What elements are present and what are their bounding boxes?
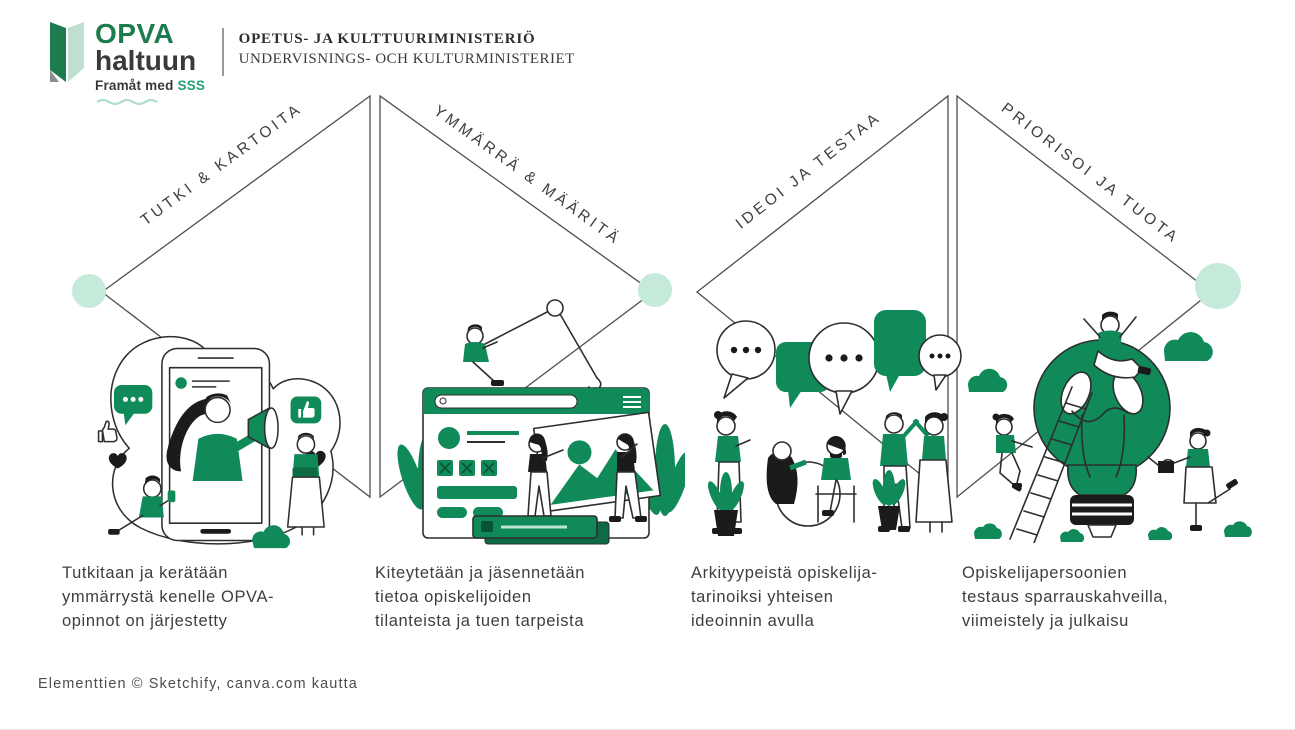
- group-discussion-illustration: [708, 310, 962, 536]
- person-4-top: [880, 434, 908, 466]
- logo-subtitle: haltuun: [95, 45, 197, 76]
- image-placeholder-boxes: [437, 460, 497, 476]
- logo-tagline: Framåt med SSS: [95, 78, 205, 93]
- profile-avatar: [438, 427, 460, 449]
- logo-tagline-accent: SSS: [177, 77, 206, 93]
- phase-description-3: Arkityypeistä opiskelija- tarinoiksi yht…: [691, 564, 878, 630]
- header: OPVA haltuun Framåt med SSS OPETUS- JA K…: [48, 20, 575, 111]
- website-builder-crane-illustration: [397, 299, 685, 545]
- chair: [815, 485, 857, 523]
- person-5-head: [924, 416, 944, 436]
- watering-can: [1158, 461, 1174, 473]
- watering-woman-skirt: [1183, 466, 1217, 504]
- person-2-head: [772, 441, 792, 461]
- sitting-person-shirt: [138, 496, 164, 518]
- logo-tagline-prefix: Framåt med: [95, 77, 178, 93]
- standing-woman-skirt: [286, 476, 325, 528]
- watering-woman-head: [1189, 432, 1207, 450]
- mint-dot-middle: [638, 273, 672, 307]
- header-divider: [222, 28, 224, 76]
- watering-woman-top: [1186, 449, 1210, 467]
- opva-logo-text: OPVA haltuun Framåt med SSS: [95, 20, 205, 111]
- hanging-image-card: [532, 411, 662, 513]
- lightbulb-team-illustration: [967, 311, 1252, 543]
- woman-head: [204, 396, 231, 424]
- bulb-base: [1070, 495, 1134, 525]
- logo-title: OPVA: [95, 18, 175, 49]
- person-4-head: [884, 414, 904, 434]
- opva-logo-icon: [50, 22, 84, 82]
- crane-pulley: [546, 299, 564, 317]
- mint-dot-right: [1195, 263, 1241, 309]
- bushes: [974, 521, 1252, 542]
- person-2-hair: [766, 451, 798, 504]
- feed-avatar: [175, 377, 187, 389]
- cloud-icon: [1163, 332, 1213, 361]
- mint-dot-left: [72, 274, 106, 308]
- crane-person-head: [466, 327, 484, 345]
- climbing-woman-top: [996, 435, 1016, 453]
- sitting-person-head: [142, 479, 162, 499]
- search-bar: [434, 394, 578, 409]
- heart-icon: [108, 453, 127, 469]
- climbing-woman-head: [995, 418, 1013, 436]
- speech-bubble-green-tall: [874, 310, 926, 376]
- standing-woman-head: [296, 435, 316, 454]
- person-1-top: [715, 436, 741, 462]
- potted-plant: [872, 470, 906, 530]
- phase-description-2: Kiteytetään ja jäsennetään tietoa opiske…: [375, 564, 586, 630]
- person-1-head: [716, 416, 736, 436]
- phase-description-4: Opiskelijapersoonien testaus sparrauskah…: [962, 564, 1169, 630]
- phase-description-1: Tutkitaan ja kerätään ymmärrystä kenelle…: [62, 564, 275, 630]
- woman-shirt: [192, 433, 243, 481]
- cloud-icon: [967, 368, 1008, 392]
- cloud-icon: [252, 525, 291, 549]
- smartphone-social-feed-illustration: [97, 335, 341, 549]
- hamburger-icon: [623, 396, 641, 408]
- ministry-line-fi: OPETUS- JA KULTTUURIMINISTERIÖ: [238, 31, 536, 47]
- person-5-top: [922, 436, 946, 460]
- ministry-title: OPETUS- JA KULTTUURIMINISTERIÖ UNDERVISN…: [239, 31, 575, 68]
- magnifier-icon: [439, 397, 447, 405]
- sun: [567, 440, 592, 465]
- laptop: [292, 467, 318, 477]
- thumbs-up-icon: [97, 420, 118, 443]
- diamond-triangle-3: [695, 94, 949, 499]
- footer-credit: Elementtien © Sketchify, canva.com kautt…: [38, 676, 358, 692]
- person-3-top: [821, 458, 851, 480]
- potted-plant: [708, 472, 744, 536]
- ladder: [1009, 386, 1093, 543]
- ministry-line-sv: UNDERVISNINGS- OCH KULTURMINISTERIET: [238, 51, 575, 67]
- cheering-person-shirt: [1098, 330, 1122, 353]
- person-5-skirt: [915, 459, 953, 523]
- handheld-phone: [167, 490, 176, 503]
- crane-person-shirt: [463, 342, 489, 362]
- wave-underline-decoration: [96, 98, 158, 105]
